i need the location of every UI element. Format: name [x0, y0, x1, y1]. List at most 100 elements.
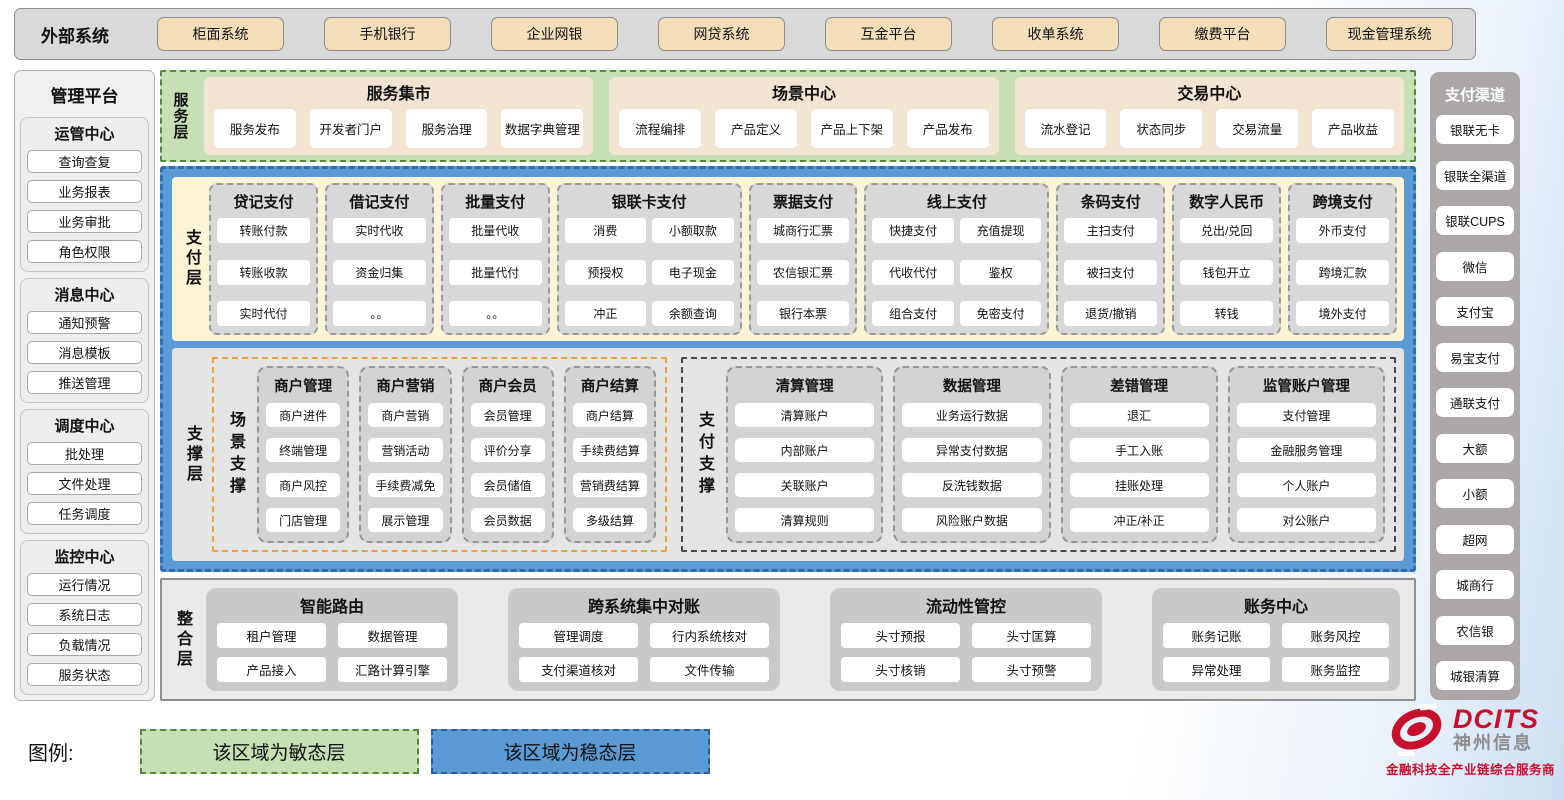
service-item-button[interactable]: 产品上下架	[810, 109, 893, 148]
support-item-button[interactable]: 内部账户	[735, 438, 875, 462]
payment-channel-button[interactable]: 城银清算	[1436, 661, 1514, 690]
management-item-button[interactable]: 服务状态	[27, 663, 142, 686]
service-item-button[interactable]: 服务治理	[405, 109, 488, 148]
integration-item-button[interactable]: 租户管理	[217, 623, 326, 648]
support-item-button[interactable]: 清算规则	[735, 508, 875, 532]
support-item-button[interactable]: 手工入账	[1069, 438, 1209, 462]
payment-item-button[interactable]: 批量代收	[448, 218, 542, 243]
payment-channel-button[interactable]: 银联全渠道	[1436, 160, 1514, 190]
payment-item-button[interactable]: 充值提现	[959, 218, 1042, 243]
external-system-button[interactable]: 缴费平台	[1159, 17, 1286, 51]
support-item-button[interactable]: 清算账户	[735, 403, 875, 427]
support-item-button[interactable]: 异常支付数据	[902, 438, 1042, 462]
external-system-button[interactable]: 手机银行	[324, 17, 451, 51]
support-item-button[interactable]: 个人账户	[1236, 473, 1376, 497]
external-system-button[interactable]: 收单系统	[992, 17, 1119, 51]
management-item-button[interactable]: 消息模板	[27, 341, 142, 364]
payment-item-button[interactable]: 预授权	[564, 259, 647, 285]
external-system-button[interactable]: 网贷系统	[658, 17, 785, 51]
support-item-button[interactable]: 终端管理	[266, 438, 341, 462]
payment-item-button[interactable]: 外币支付	[1296, 218, 1390, 243]
external-system-button[interactable]: 企业网银	[491, 17, 618, 51]
external-system-button[interactable]: 柜面系统	[157, 17, 284, 51]
management-item-button[interactable]: 负载情况	[27, 633, 142, 656]
payment-item-button[interactable]: 钱包开立	[1180, 259, 1274, 285]
service-item-button[interactable]: 流水登记	[1024, 109, 1107, 148]
support-item-button[interactable]: 金融服务管理	[1236, 438, 1376, 462]
support-item-button[interactable]: 手续费结算	[572, 438, 647, 462]
integration-item-button[interactable]: 头寸预报	[841, 623, 960, 648]
integration-item-button[interactable]: 产品接入	[217, 657, 326, 682]
service-item-button[interactable]: 产品收益	[1312, 109, 1394, 148]
integration-item-button[interactable]: 头寸核销	[841, 657, 960, 682]
payment-item-button[interactable]: 转钱	[1180, 301, 1274, 326]
integration-item-button[interactable]: 文件传输	[650, 657, 769, 682]
payment-channel-button[interactable]: 易宝支付	[1436, 342, 1514, 372]
support-item-button[interactable]: 业务运行数据	[902, 403, 1042, 427]
management-item-button[interactable]: 业务报表	[27, 180, 142, 203]
management-item-button[interactable]: 角色权限	[27, 240, 142, 263]
payment-channel-button[interactable]: 大额	[1436, 433, 1514, 463]
payment-channel-button[interactable]: 超网	[1436, 524, 1514, 554]
integration-item-button[interactable]: 头寸预警	[972, 657, 1091, 682]
payment-item-button[interactable]: 境外支付	[1296, 301, 1390, 326]
payment-item-button[interactable]: 转账付款	[217, 218, 310, 243]
payment-item-button[interactable]: 免密支付	[959, 301, 1042, 326]
support-item-button[interactable]: 商户风控	[266, 473, 341, 497]
integration-item-button[interactable]: 行内系统核对	[650, 623, 769, 648]
payment-channel-button[interactable]: 银联无卡	[1436, 115, 1514, 144]
payment-item-button[interactable]: 组合支付	[872, 301, 954, 326]
support-item-button[interactable]: 多级结算	[572, 508, 647, 532]
service-item-button[interactable]: 数据字典管理	[501, 109, 584, 148]
payment-item-button[interactable]: 跨境汇款	[1296, 259, 1390, 285]
service-item-button[interactable]: 产品定义	[715, 109, 797, 148]
service-item-button[interactable]: 交易流量	[1216, 109, 1299, 148]
management-item-button[interactable]: 通知预警	[27, 311, 142, 334]
support-item-button[interactable]: 展示管理	[368, 508, 443, 532]
support-item-button[interactable]: 会员管理	[470, 403, 545, 427]
payment-channel-button[interactable]: 微信	[1436, 251, 1514, 281]
payment-item-button[interactable]: 实时代付	[217, 301, 310, 326]
management-item-button[interactable]: 批处理	[27, 442, 142, 465]
integration-item-button[interactable]: 异常处理	[1163, 657, 1270, 682]
support-item-button[interactable]: 商户结算	[572, 403, 647, 427]
external-system-button[interactable]: 现金管理系统	[1326, 17, 1453, 51]
support-item-button[interactable]: 评价分享	[470, 438, 545, 462]
integration-item-button[interactable]: 头寸匡算	[972, 623, 1091, 648]
service-item-button[interactable]: 产品发布	[906, 109, 989, 148]
support-item-button[interactable]: 商户进件	[266, 403, 341, 427]
support-item-button[interactable]: 支付管理	[1236, 403, 1376, 427]
external-system-button[interactable]: 互金平台	[825, 17, 952, 51]
payment-item-button[interactable]: 。。	[448, 301, 542, 326]
service-item-button[interactable]: 开发者门户	[309, 109, 392, 148]
management-item-button[interactable]: 文件处理	[27, 472, 142, 495]
payment-item-button[interactable]: 兑出/兑回	[1180, 218, 1274, 243]
payment-item-button[interactable]: 冲正	[564, 301, 647, 326]
support-item-button[interactable]: 手续费减免	[368, 473, 443, 497]
payment-item-button[interactable]: 转账收款	[217, 259, 310, 285]
integration-item-button[interactable]: 数据管理	[338, 623, 447, 648]
payment-channel-button[interactable]: 城商行	[1436, 570, 1514, 599]
payment-channel-button[interactable]: 通联支付	[1436, 388, 1514, 417]
integration-item-button[interactable]: 账务风控	[1282, 623, 1389, 648]
service-item-button[interactable]: 流程编排	[619, 109, 702, 148]
management-item-button[interactable]: 系统日志	[27, 603, 142, 626]
support-item-button[interactable]: 挂账处理	[1069, 473, 1209, 497]
payment-item-button[interactable]: 消费	[564, 218, 647, 243]
management-item-button[interactable]: 推送管理	[27, 371, 142, 394]
payment-item-button[interactable]: 实时代收	[332, 218, 426, 243]
service-item-button[interactable]: 服务发布	[214, 109, 296, 148]
support-item-button[interactable]: 会员储值	[470, 473, 545, 497]
support-item-button[interactable]: 反洗钱数据	[902, 473, 1042, 497]
payment-channel-button[interactable]: 农信银	[1436, 615, 1514, 645]
support-item-button[interactable]: 对公账户	[1236, 508, 1376, 532]
support-item-button[interactable]: 关联账户	[735, 473, 875, 497]
integration-item-button[interactable]: 汇路计算引擎	[338, 657, 447, 682]
payment-item-button[interactable]: 被扫支付	[1064, 259, 1158, 285]
support-item-button[interactable]: 营销活动	[368, 438, 443, 462]
payment-item-button[interactable]: 批量代付	[448, 259, 542, 285]
support-item-button[interactable]: 风险账户数据	[902, 508, 1042, 532]
payment-item-button[interactable]: 城商行汇票	[756, 218, 850, 243]
management-item-button[interactable]: 业务审批	[27, 210, 142, 233]
payment-item-button[interactable]: 资金归集	[332, 259, 426, 285]
